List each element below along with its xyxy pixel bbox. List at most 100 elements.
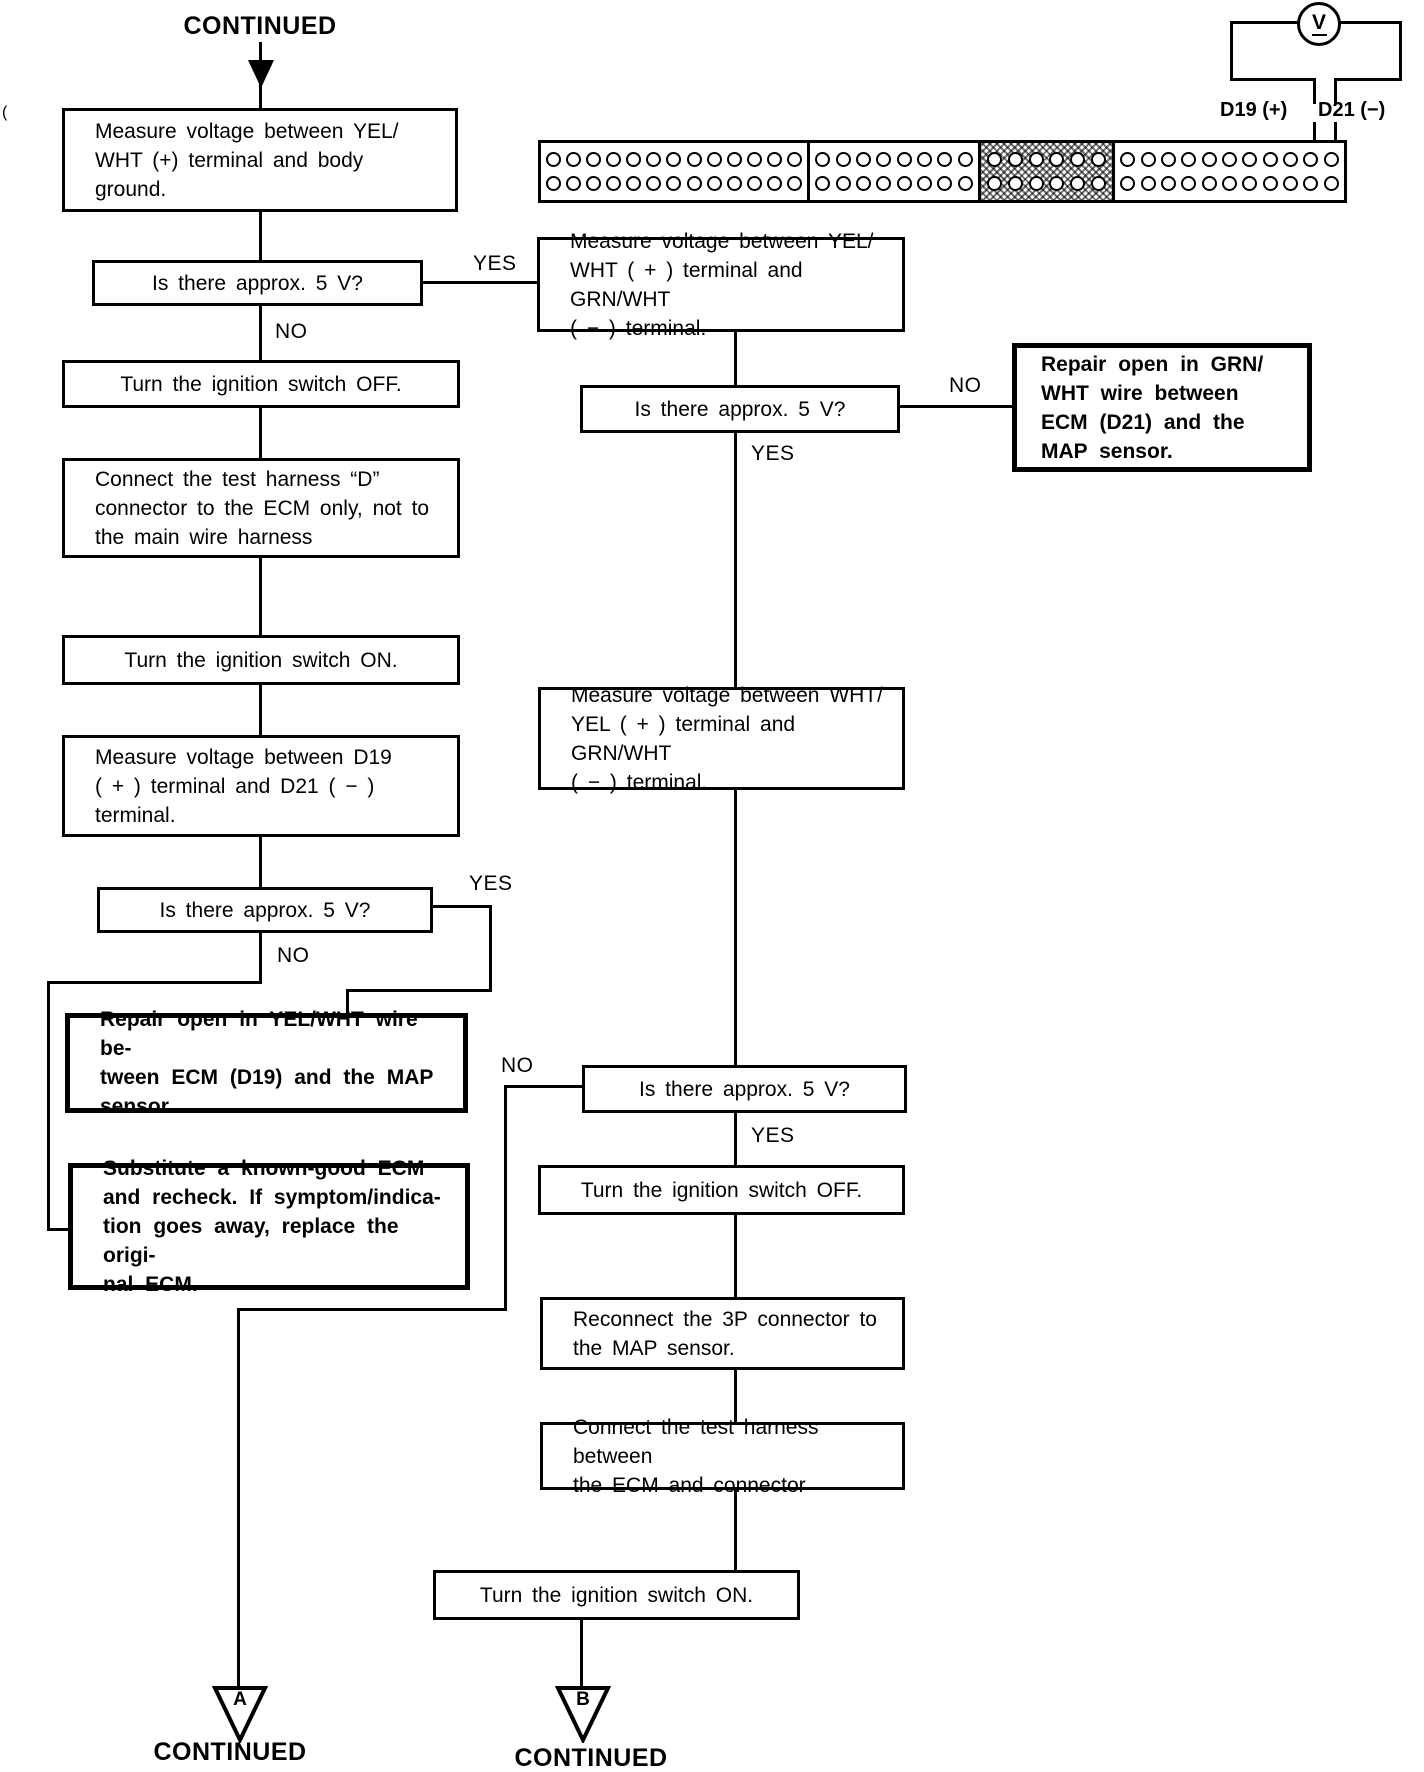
node-b-letter: B xyxy=(576,1689,590,1710)
flow-line xyxy=(734,1113,737,1165)
connector-pin xyxy=(1091,152,1107,167)
flow-line xyxy=(259,685,262,735)
voltmeter-wire xyxy=(1230,78,1316,81)
connector-pin xyxy=(1120,152,1136,167)
ecm-connector-section-3 xyxy=(978,140,1115,203)
connector-pin xyxy=(1221,152,1237,167)
off-page-connector-b: B xyxy=(554,1685,612,1745)
off-page-connector-a: A xyxy=(211,1685,269,1745)
flow-line xyxy=(259,558,262,635)
connector-pin xyxy=(1181,152,1197,167)
connector-pin xyxy=(1120,176,1136,191)
flow-box-ignition-on-left: Turn the ignition switch ON. xyxy=(62,635,460,685)
connector-pin xyxy=(726,176,742,191)
branch-label-no: NO xyxy=(498,1054,537,1078)
connector-pin xyxy=(1070,176,1086,191)
voltmeter-lead-d19 xyxy=(1313,122,1316,154)
connector-pin xyxy=(937,152,953,167)
flow-line xyxy=(734,1215,737,1297)
connector-pin xyxy=(606,152,622,167)
flow-box-ignition-off-right: Turn the ignition switch OFF. xyxy=(538,1165,905,1215)
voltmeter-lead-d19 xyxy=(1313,78,1316,104)
voltmeter-lead-d21 xyxy=(1334,122,1337,154)
connector-pin xyxy=(766,152,782,167)
flow-line xyxy=(237,1308,240,1688)
connector-pin xyxy=(957,176,973,191)
connector-pin xyxy=(546,152,562,167)
voltmeter-icon: V xyxy=(1297,2,1341,46)
decision-box-approx-5v-3: Is there approx. 5 V? xyxy=(580,385,900,433)
connector-pin xyxy=(746,176,762,191)
connector-pin xyxy=(835,176,851,191)
connector-pin xyxy=(815,152,831,167)
flow-box-connect-harness-ecm: Connect the test harness between the ECM… xyxy=(540,1416,905,1497)
connector-pin xyxy=(1201,176,1217,191)
connector-pin xyxy=(566,176,582,191)
connector-pin xyxy=(1262,176,1278,191)
flow-box-connect-test-harness-d: Connect the test harness “D” connector t… xyxy=(62,458,460,558)
flow-line xyxy=(734,433,737,687)
connector-pin xyxy=(986,152,1002,167)
connector-pin xyxy=(1242,176,1258,191)
decision-box-approx-5v-1: Is there approx. 5 V? xyxy=(92,260,423,306)
flow-box-reconnect-3p: Reconnect the 3P connector to the MAP se… xyxy=(540,1297,905,1370)
connector-pin xyxy=(1201,152,1217,167)
triangle-b-icon xyxy=(554,1686,612,1745)
flow-line xyxy=(504,1085,582,1088)
connector-pin xyxy=(1181,176,1197,191)
continued-label-bottom-left: CONTINUED xyxy=(153,1738,307,1766)
connector-pin xyxy=(896,176,912,191)
decision-box-approx-5v-2: Is there approx. 5 V? xyxy=(97,887,433,933)
branch-label-no: NO xyxy=(272,320,311,344)
connector-pin-row xyxy=(981,176,1112,191)
connector-pin-row xyxy=(981,152,1112,167)
connector-pin xyxy=(916,152,932,167)
connector-pin xyxy=(815,176,831,191)
connector-pin xyxy=(546,176,562,191)
flow-line xyxy=(734,1370,737,1422)
voltmeter-wire xyxy=(1399,21,1402,81)
pin-label-d21: D21 (−) xyxy=(1318,99,1386,121)
connector-pin xyxy=(1303,176,1319,191)
flow-line xyxy=(259,212,262,260)
flow-box-ignition-off-left: Turn the ignition switch OFF. xyxy=(62,360,460,408)
flow-line xyxy=(433,905,492,908)
connector-pin-row xyxy=(810,176,978,191)
node-a-letter: A xyxy=(233,1689,247,1710)
connector-pin xyxy=(686,176,702,191)
continued-label-bottom-right: CONTINUED xyxy=(514,1744,668,1772)
connector-pin xyxy=(726,152,742,167)
connector-pin xyxy=(1049,176,1065,191)
flow-line xyxy=(259,837,262,887)
connector-pin-row xyxy=(541,152,807,167)
flow-box-measure-yelwht-ground: Measure voltage between YEL/ WHT (+) ter… xyxy=(62,108,458,212)
flow-box-measure-yelwht-grnwht: Measure voltage between YEL/ WHT ( + ) t… xyxy=(537,230,905,340)
flow-box-repair-grnwht: Repair open in GRN/ WHT wire between ECM… xyxy=(1012,343,1312,472)
flow-line xyxy=(580,1620,583,1688)
flow-line xyxy=(47,981,50,1231)
flow-box-substitute-ecm: Substitute a known-good ECM and recheck.… xyxy=(68,1157,470,1296)
connector-pin xyxy=(1007,176,1023,191)
connector-pin xyxy=(786,152,802,167)
flow-line xyxy=(47,1228,70,1231)
connector-pin xyxy=(606,176,622,191)
connector-pin-row xyxy=(1115,152,1344,167)
connector-pin xyxy=(835,152,851,167)
flow-line xyxy=(259,408,262,458)
flow-box-ignition-on-right: Turn the ignition switch ON. xyxy=(433,1570,800,1620)
connector-pin xyxy=(937,176,953,191)
flow-box-repair-yelwht: Repair open in YEL/WHT wire be- tween EC… xyxy=(65,1008,468,1118)
connector-pin xyxy=(1070,152,1086,167)
flow-line xyxy=(504,1085,507,1311)
margin-artifact: ( xyxy=(2,104,8,121)
connector-pin xyxy=(1323,152,1339,167)
branch-label-yes: YES xyxy=(470,252,520,276)
connector-pin xyxy=(1140,176,1156,191)
flow-line xyxy=(346,989,349,1015)
connector-pin xyxy=(876,152,892,167)
connector-pin xyxy=(876,176,892,191)
connector-pin xyxy=(1221,176,1237,191)
flow-line xyxy=(259,305,262,360)
flow-line xyxy=(47,981,262,984)
